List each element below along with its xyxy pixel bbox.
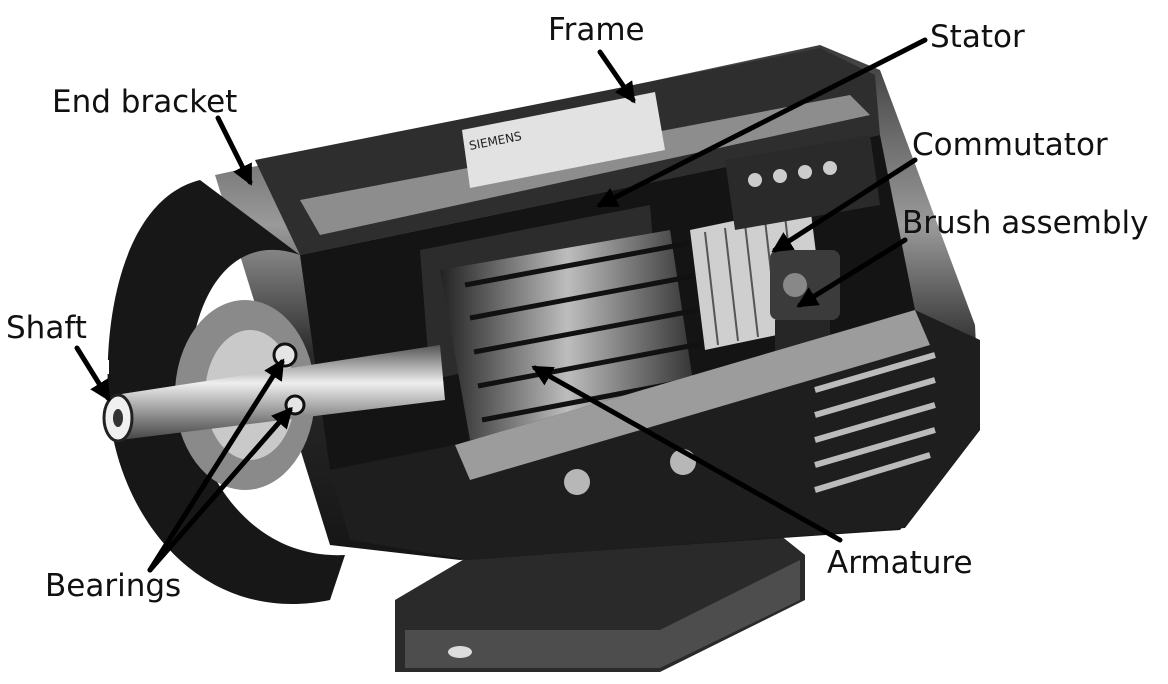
shaft-leader (74, 345, 111, 402)
cooling-fins (814, 352, 936, 493)
labels: Frame Stator End bracket Commutator Brus… (6, 12, 1149, 604)
armature-leader (531, 365, 843, 543)
brush-assembly-leader (796, 237, 908, 308)
stator-leader (596, 37, 928, 208)
end-bracket-disc (107, 180, 345, 605)
label-commutator: Commutator (912, 127, 1108, 163)
bearing-ring (272, 342, 298, 368)
end-bracket-leader (215, 115, 253, 186)
label-shaft: Shaft (6, 310, 87, 346)
label-stator: Stator (930, 19, 1025, 55)
label-frame: Frame (548, 12, 645, 48)
label-end-bracket: End bracket (52, 84, 237, 120)
frame-leader (597, 49, 636, 104)
bearings-leader-1 (147, 358, 285, 573)
commutator-leader (771, 157, 918, 253)
label-armature: Armature (827, 545, 973, 581)
bearings-leader-2 (147, 406, 293, 573)
shaft-body (115, 345, 445, 440)
label-bearings: Bearings (45, 568, 181, 604)
leader-lines (74, 37, 928, 573)
nameplate (462, 92, 665, 188)
label-brush-assembly: Brush assembly (902, 205, 1149, 241)
